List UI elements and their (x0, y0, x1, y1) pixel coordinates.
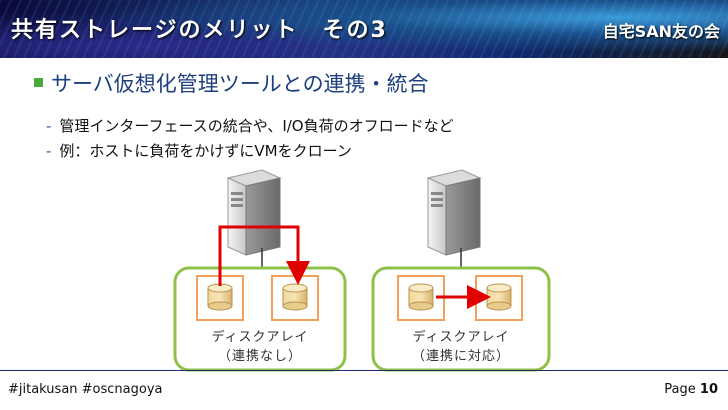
page-prefix: Page (664, 382, 696, 397)
sub-item: -例：ホストに負荷をかけずにVMをクローン (46, 140, 352, 161)
array-note-left: （連携なし） (217, 349, 302, 364)
dash-icon: - (46, 117, 52, 135)
disk-icon (207, 283, 233, 311)
disk-icon (408, 283, 434, 311)
array-note-right: （連携に対応） (411, 349, 510, 364)
page-num-value: 10 (699, 382, 718, 397)
slide-title: 共有ストレージのメリット その3 (11, 18, 388, 43)
array-label-left: ディスクアレイ (211, 330, 309, 345)
title-bar: 共有ストレージのメリット その3 自宅SAN友の会 (0, 0, 728, 58)
sub-item: -管理インターフェースの統合や、I/O負荷のオフロードなど (46, 115, 454, 136)
main-bullet: サーバ仮想化管理ツールとの連携・統合 (34, 68, 429, 98)
disk-icon (282, 283, 308, 311)
footer-divider (0, 370, 728, 371)
sub-item-text: 例：ホストに負荷をかけずにVMをクローン (59, 142, 352, 160)
server-icon (226, 169, 282, 256)
server-icon (426, 169, 482, 256)
copy-path-arrow (218, 225, 310, 286)
array-label-right: ディスクアレイ (412, 330, 510, 345)
disk-icon (486, 283, 512, 311)
org-name: 自宅SAN友の会 (602, 22, 720, 41)
page-number: Page 10 (664, 382, 718, 397)
dash-icon: - (46, 142, 52, 160)
main-bullet-text: サーバ仮想化管理ツールとの連携・統合 (51, 72, 429, 96)
bullet-square-icon (34, 78, 43, 87)
hashtags: #jitakusan #oscnagoya (8, 382, 163, 397)
sub-item-text: 管理インターフェースの統合や、I/O負荷のオフロードなど (59, 117, 454, 135)
